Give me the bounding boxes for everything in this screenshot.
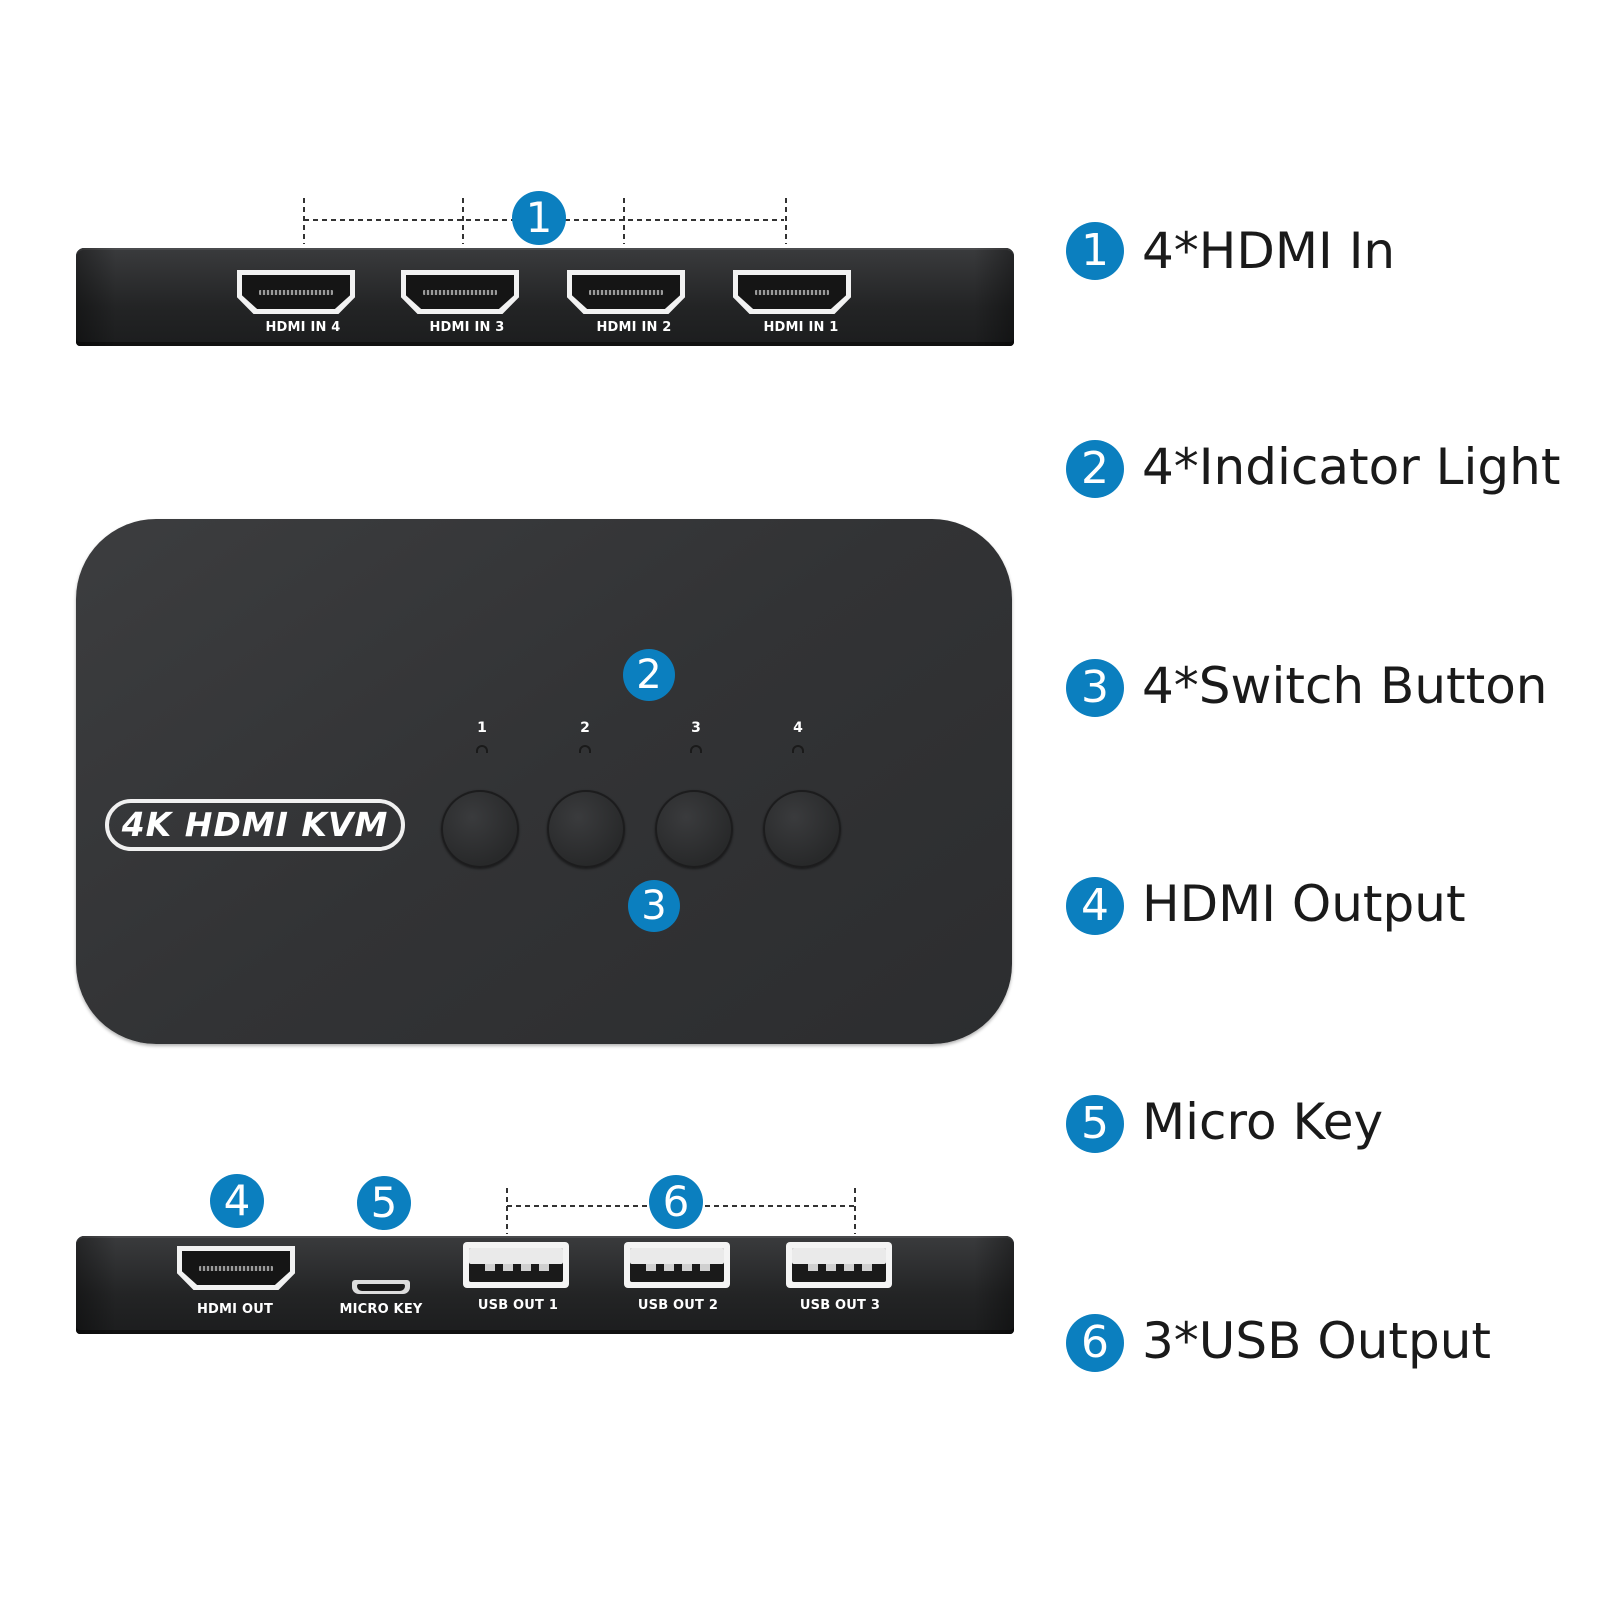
usb-out-2-label: USB OUT 2 — [637, 1298, 719, 1313]
indicator-light-3 — [690, 745, 702, 753]
legend-text-3: 4*Switch Button — [1142, 657, 1548, 715]
legend-badge-5: 5 — [1066, 1095, 1124, 1153]
switch-button-2[interactable] — [547, 790, 625, 868]
micro-key-port — [352, 1280, 410, 1294]
legend-text-5: Micro Key — [1142, 1093, 1384, 1151]
legend-text-6: 3*USB Output — [1142, 1312, 1492, 1370]
legend-badge-4: 4 — [1066, 877, 1124, 935]
legend-badge-6: 6 — [1066, 1314, 1124, 1372]
hdmi-in-3-port — [401, 270, 519, 314]
indicator-number-3: 3 — [691, 720, 701, 736]
callout-badge-1: 1 — [512, 191, 566, 245]
callout-badge-5: 5 — [357, 1176, 411, 1230]
hdmi-in-1-label: HDMI IN 1 — [763, 320, 839, 335]
indicator-number-4: 4 — [793, 720, 803, 736]
hdmi-in-4-port — [237, 270, 355, 314]
legend-text-2: 4*Indicator Light — [1142, 438, 1561, 496]
device-top-panel — [76, 519, 1012, 1044]
switch-button-3[interactable] — [655, 790, 733, 868]
micro-key-label: MICRO KEY — [339, 1302, 423, 1317]
hdmi-in-2-port — [567, 270, 685, 314]
usb-out-1-port — [463, 1242, 569, 1288]
brand-label: 4K HDMI KVM — [105, 799, 405, 851]
callout-badge-4: 4 — [210, 1174, 264, 1228]
indicator-number-1: 1 — [477, 720, 487, 736]
usb-out-1-label: USB OUT 1 — [477, 1298, 559, 1313]
hdmi-in-2-label: HDMI IN 2 — [596, 320, 672, 335]
usb-out-2-port — [624, 1242, 730, 1288]
usb-out-3-label: USB OUT 3 — [799, 1298, 881, 1313]
hdmi-in-1-port — [733, 270, 851, 314]
legend-badge-3: 3 — [1066, 659, 1124, 717]
hdmi-out-label: HDMI OUT — [196, 1302, 274, 1317]
callout-badge-3: 3 — [628, 880, 680, 932]
legend-text-1: 4*HDMI In — [1142, 222, 1396, 280]
legend-badge-1: 1 — [1066, 222, 1124, 280]
legend-text-4: HDMI Output — [1142, 875, 1466, 933]
indicator-light-2 — [579, 745, 591, 753]
hdmi-out-port — [177, 1246, 295, 1290]
hdmi-in-3-label: HDMI IN 3 — [429, 320, 505, 335]
indicator-light-1 — [476, 745, 488, 753]
indicator-number-2: 2 — [580, 720, 590, 736]
callout-badge-2: 2 — [623, 649, 675, 701]
callout-badge-6: 6 — [649, 1175, 703, 1229]
hdmi-in-4-label: HDMI IN 4 — [265, 320, 341, 335]
legend-badge-2: 2 — [1066, 440, 1124, 498]
switch-button-4[interactable] — [763, 790, 841, 868]
switch-button-1[interactable] — [441, 790, 519, 868]
indicator-light-4 — [792, 745, 804, 753]
usb-out-3-port — [786, 1242, 892, 1288]
device-top-edge — [76, 248, 1014, 346]
